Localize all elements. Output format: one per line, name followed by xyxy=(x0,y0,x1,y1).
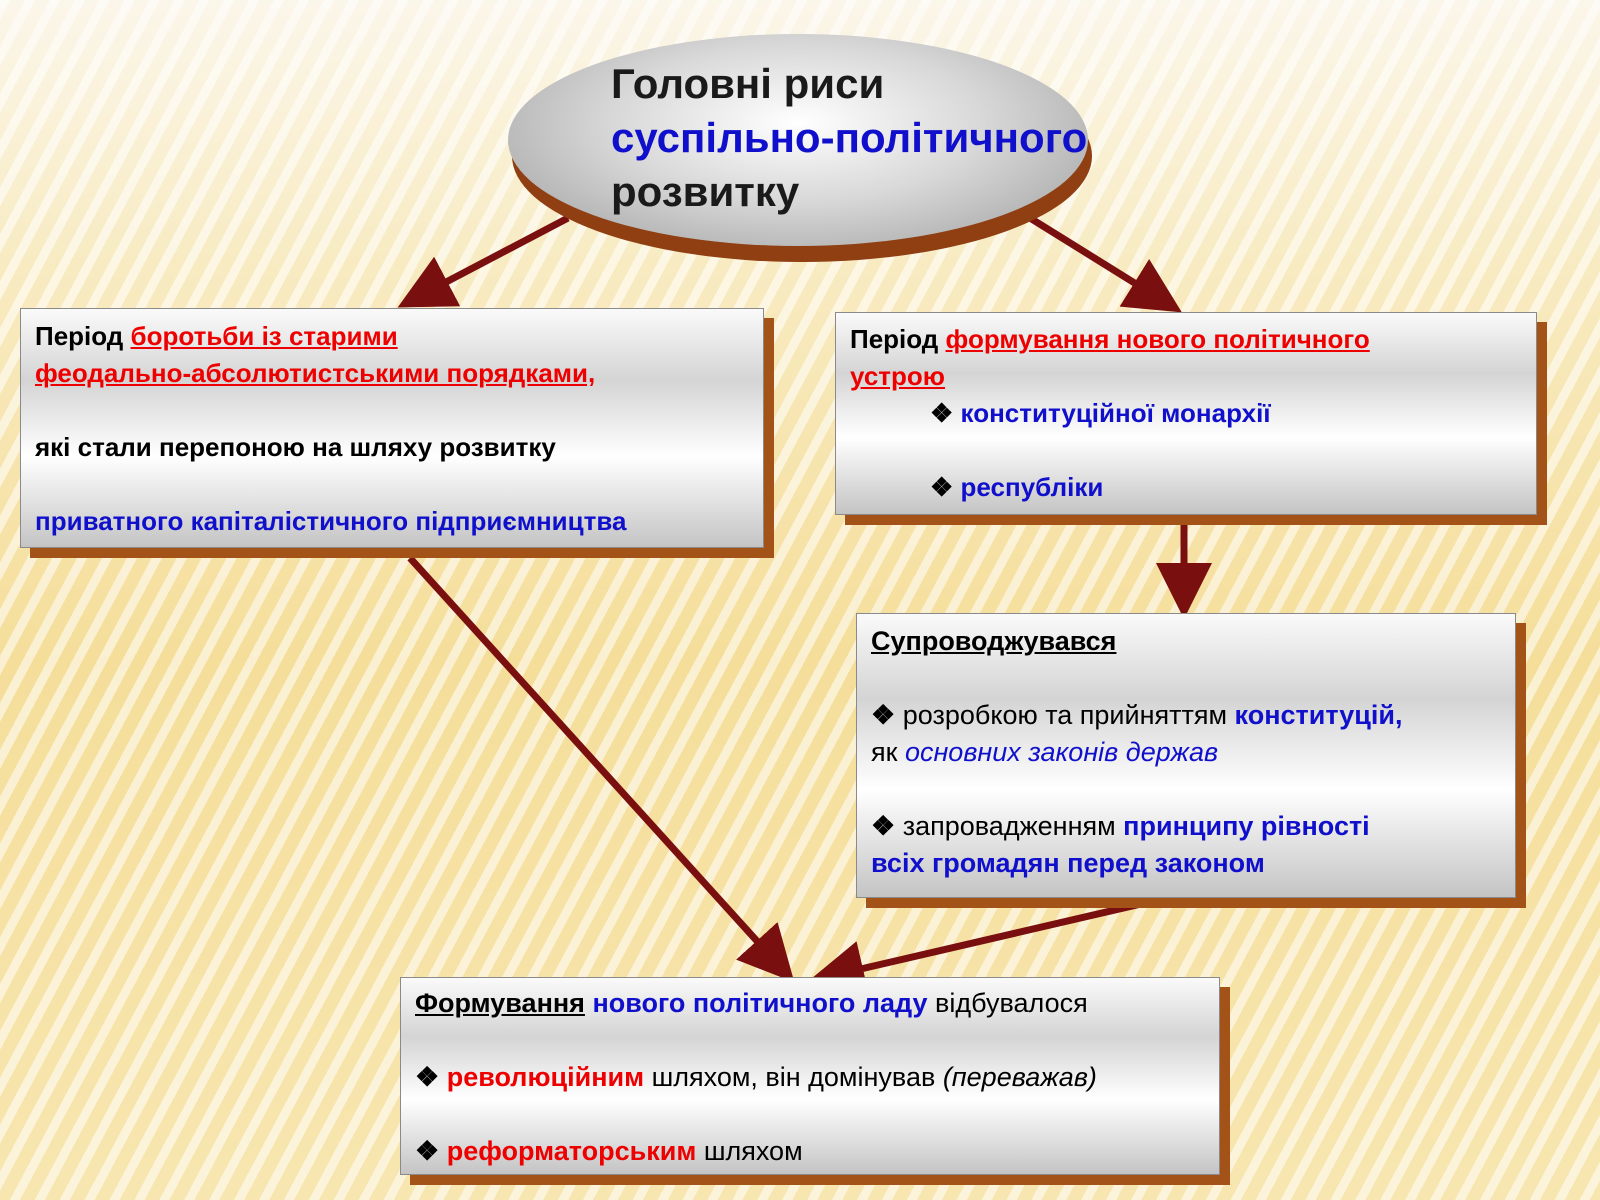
middle-b2-normal: запровадженням xyxy=(895,811,1124,841)
bullet-icon: ❖ xyxy=(930,472,954,502)
middle-b2-blue1: принципу рівності xyxy=(1123,811,1370,841)
right-box-red-line2: устрою xyxy=(850,361,945,391)
arrow-title-to-left xyxy=(397,214,570,308)
arrow-left-to-bottom xyxy=(407,555,795,983)
bullet-icon: ❖ xyxy=(415,1136,440,1166)
right-box-red-line1: формування нового політичного xyxy=(945,324,1370,354)
bullet-icon: ❖ xyxy=(871,811,896,841)
title-line-3: розвитку xyxy=(611,168,800,215)
bullet-icon: ❖ xyxy=(871,700,896,730)
bottom-b1-normal: шляхом, він домінував xyxy=(644,1062,943,1092)
arrow-middle-to-bottom xyxy=(808,896,1159,996)
diagram-title: Головні риси суспільно-політичного розви… xyxy=(611,57,1171,219)
right-box-formation-period: Період формування нового політичного уст… xyxy=(835,312,1537,515)
arrow-title-to-right xyxy=(1028,215,1182,313)
middle-b1-line2-normal: як xyxy=(871,737,905,767)
middle-b2-blue2: всіх громадян перед законом xyxy=(871,848,1265,878)
left-box-line3: які стали перепоною на шляху розвитку xyxy=(35,432,556,462)
left-box-prefix: Період xyxy=(35,321,131,351)
middle-box-heading: Супроводжувався xyxy=(871,626,1117,656)
right-box-prefix: Період xyxy=(850,324,946,354)
bottom-box-heading: Формування xyxy=(415,988,585,1018)
bottom-box-new-order: Формування нового політичного ладу відбу… xyxy=(400,977,1220,1175)
middle-b1-normal: розробкою та прийняттям xyxy=(895,700,1235,730)
middle-b1-line2-italic: основних законів держав xyxy=(904,737,1219,767)
bottom-b1-red: революційним xyxy=(439,1062,645,1092)
title-line-1: Головні риси xyxy=(611,60,885,107)
bottom-b1-italic: (переважав) xyxy=(942,1062,1097,1092)
bottom-box-heading-rest: відбувалося xyxy=(927,988,1088,1018)
left-box-red-line2: феодально-абсолютистськими порядками, xyxy=(35,358,596,388)
left-box-line4: приватного капіталістичного підприємницт… xyxy=(35,506,627,536)
bottom-b2-red: реформаторським xyxy=(439,1136,697,1166)
title-line-2: суспільно-політичного xyxy=(611,114,1088,161)
bullet-icon: ❖ xyxy=(415,1062,440,1092)
bottom-b2-normal: шляхом xyxy=(696,1136,803,1166)
right-box-item2: республіки xyxy=(960,472,1104,502)
middle-box-accompanied: Супроводжувався ❖ розробкою та прийняття… xyxy=(856,613,1516,898)
middle-b1-blue: конституцій, xyxy=(1234,700,1403,730)
left-box-red-line1: боротьби із старими xyxy=(130,321,398,351)
bottom-box-heading-blue: нового політичного ладу xyxy=(584,988,928,1018)
right-box-item1: конституційної монархії xyxy=(960,398,1271,428)
left-box-struggle-period: Період боротьби із старими феодально-абс… xyxy=(20,308,764,548)
title-ellipse xyxy=(508,34,1088,246)
bullet-icon: ❖ xyxy=(930,398,954,428)
